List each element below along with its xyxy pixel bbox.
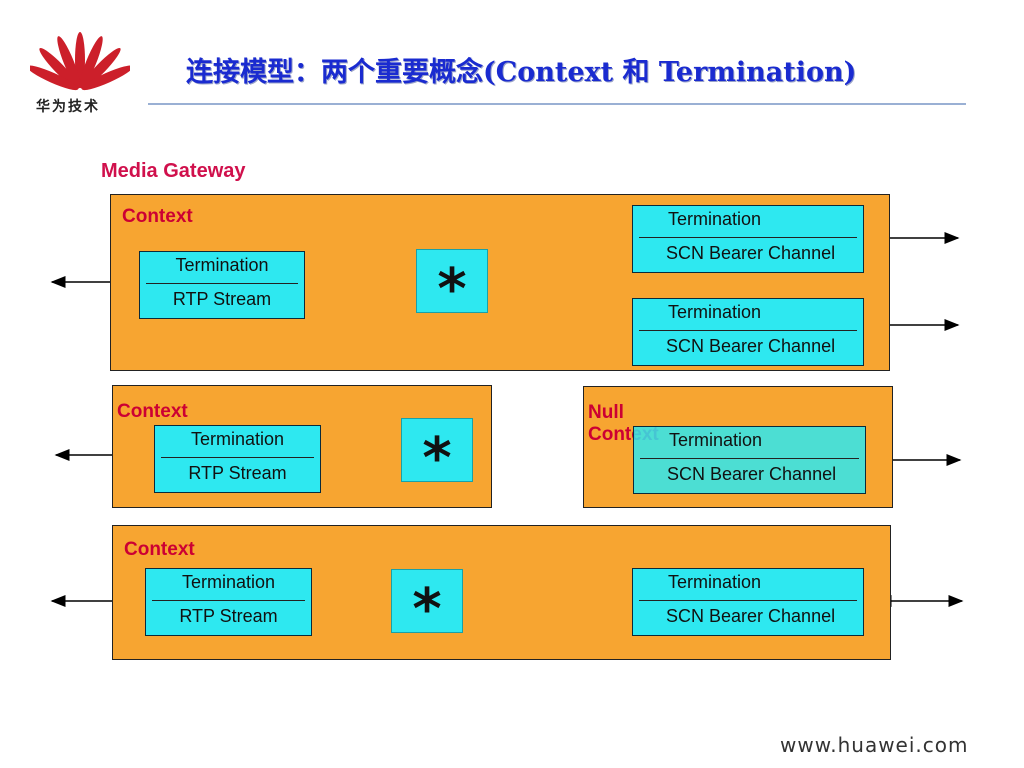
context-star-icon: *	[391, 569, 463, 642]
termination-label: Termination	[668, 572, 762, 592]
termination-scn-bearer: Termination SCN Bearer Channel	[632, 568, 864, 636]
huawei-logo-icon	[30, 32, 130, 91]
termination-label: Termination	[175, 255, 269, 275]
title-divider	[148, 103, 966, 105]
page-title: 连接模型：两个重要概念(Context 和 Termination)	[186, 57, 857, 88]
context-star-icon: *	[401, 418, 473, 491]
termination-label: Termination	[669, 430, 763, 450]
context-star-icon: *	[416, 249, 488, 322]
termination-type: SCN Bearer Channel	[666, 243, 836, 263]
termination-label: Termination	[181, 572, 276, 592]
context-label: Context	[117, 401, 188, 422]
termination-scn-bearer: Termination SCN Bearer Channel	[632, 298, 864, 366]
footer-url: www.huawei.com	[780, 733, 969, 757]
termination-type: SCN Bearer Channel	[667, 464, 837, 484]
termination-type: SCN Bearer Channel	[666, 336, 836, 356]
termination-label: Termination	[668, 302, 762, 322]
termination-label: Termination	[668, 209, 762, 229]
media-gateway-label: Media Gateway	[101, 160, 246, 182]
termination-type: SCN Bearer Channel	[666, 606, 836, 626]
logo-text: 华为技术	[36, 99, 100, 115]
context-label: Context	[122, 206, 193, 227]
termination-type: RTP Stream	[188, 463, 287, 483]
termination-type: RTP Stream	[179, 606, 278, 626]
termination-type: RTP Stream	[172, 289, 272, 309]
termination-rtp-stream: Termination RTP Stream	[154, 425, 321, 493]
termination-rtp-stream: Termination RTP Stream	[145, 568, 312, 636]
termination-rtp-stream: Termination RTP Stream	[139, 251, 305, 319]
termination-scn-bearer: Termination SCN Bearer Channel	[632, 205, 864, 273]
context-label: Context	[124, 539, 195, 560]
termination-scn-bearer: Termination SCN Bearer Channel	[633, 426, 866, 494]
termination-label: Termination	[190, 429, 285, 449]
